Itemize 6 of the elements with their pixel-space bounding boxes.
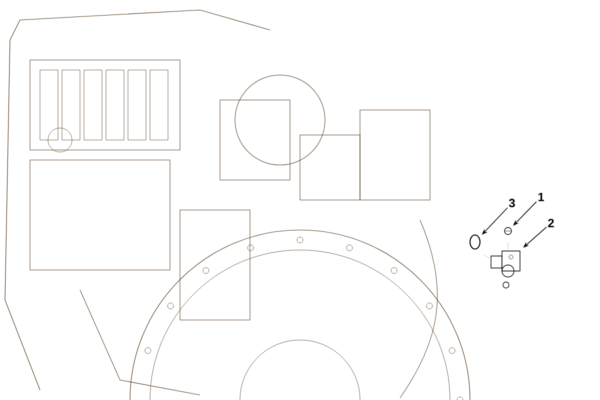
- callout-number: 3: [508, 198, 515, 208]
- callout-number: 1: [538, 192, 544, 202]
- o-ring: [470, 234, 480, 250]
- plug-drawing: [504, 227, 512, 235]
- fitting-drawing: [484, 242, 520, 288]
- callout-number: 2: [548, 218, 554, 228]
